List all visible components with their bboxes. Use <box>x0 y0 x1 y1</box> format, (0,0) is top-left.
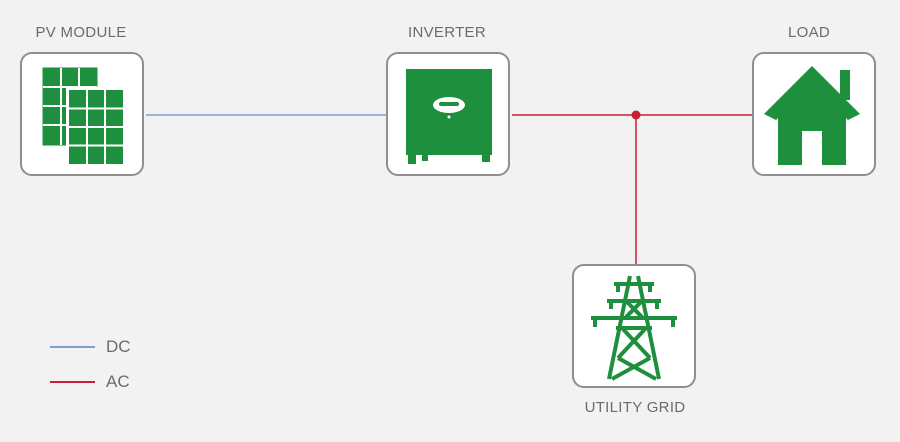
legend-ac-label: AC <box>106 372 130 391</box>
legend-ac-swatch <box>50 381 95 383</box>
transmission-tower-icon <box>591 275 677 381</box>
load-label: LOAD <box>787 24 831 41</box>
utility-grid-label: UTILITY GRID <box>584 399 686 416</box>
legend-dc-label: DC <box>106 337 131 356</box>
pv-module-node[interactable] <box>20 52 144 176</box>
legend-item-ac: AC <box>50 372 170 392</box>
legend-dc-swatch <box>50 346 95 348</box>
pv-module-label: PV MODULE <box>35 24 127 41</box>
load-node[interactable] <box>752 52 876 176</box>
house-icon <box>764 66 860 165</box>
inverter-node[interactable] <box>386 52 510 176</box>
inverter-label: INVERTER <box>408 24 486 41</box>
inverter-icon <box>406 69 492 164</box>
utility-grid-node[interactable] <box>572 264 696 388</box>
solar-panel-icon <box>42 67 126 167</box>
ac-junction-dot <box>631 110 641 120</box>
legend-item-dc: DC <box>50 337 170 357</box>
